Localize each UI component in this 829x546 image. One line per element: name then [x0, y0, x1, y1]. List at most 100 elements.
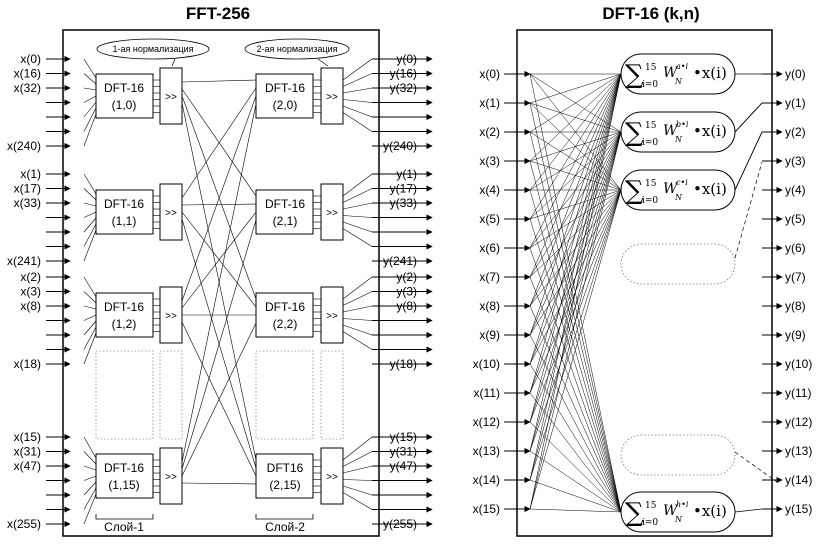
- fft-input-label: x(0): [20, 52, 41, 66]
- butterfly-wire: [181, 95, 257, 302]
- shift-layer2-block: [320, 183, 344, 241]
- dft16-layer1-block: [95, 189, 154, 235]
- twiddle-base-sub: N: [674, 77, 683, 86]
- dft-input-label: x(15): [473, 502, 500, 516]
- dft-title: DFT-16 (k,n): [602, 4, 699, 23]
- butterfly-wire: [181, 103, 257, 463]
- fft-input-label: x(15): [14, 430, 41, 444]
- fft-input-wire: [83, 320, 97, 336]
- twiddle-exponent: h•i: [676, 500, 689, 509]
- dft-output-label: y(12): [785, 415, 812, 429]
- dft-input-label: x(11): [474, 386, 500, 400]
- dft-connection-lines: [529, 73, 622, 513]
- butterfly-wire: [181, 203, 257, 206]
- butterfly-wire: [181, 482, 257, 485]
- fft-output-wire: [342, 73, 373, 87]
- dft-output-label: y(10): [785, 357, 812, 371]
- twiddle-base: W: [663, 65, 679, 81]
- dft16-layer1-name: DFT-16: [104, 300, 144, 314]
- sum-lower-limit: i=0: [642, 138, 658, 148]
- butterfly-wire: [181, 211, 257, 309]
- shift-layer2-label: >>: [326, 92, 338, 103]
- fft-input-wire: [83, 229, 97, 262]
- butterfly-wire: [181, 322, 257, 477]
- dft-fanout-wire: [529, 363, 622, 513]
- sum-body: •x(i): [693, 122, 727, 140]
- dft-frame: [516, 29, 773, 537]
- shift-layer1-label: >>: [165, 208, 177, 219]
- dft-sum-output-wire: [734, 102, 763, 133]
- dft-sum-output-wire: [734, 131, 763, 191]
- fft-output-wire: [342, 436, 373, 461]
- dft-output-label: y(14): [785, 473, 812, 487]
- dft-fanout-wire: [529, 189, 622, 481]
- dft16-layer2-block: [255, 453, 314, 499]
- dft-fanout-wire: [529, 73, 622, 191]
- fft-frame: [62, 29, 380, 537]
- fft-input-wire: [83, 436, 97, 459]
- fft-input-wire: [83, 202, 97, 207]
- dft-fanout-wire: [529, 450, 622, 513]
- dft16-layer1-index: (1,15): [108, 478, 139, 492]
- layer1-bracket: [95, 514, 154, 520]
- fft-input-wire: [83, 305, 97, 310]
- dft-fanout-wire: [529, 73, 622, 104]
- placeholder-dft-block-2: [255, 350, 314, 440]
- fft-input-wire: [83, 332, 97, 365]
- dft16-layer1-index: (1,0): [112, 98, 137, 112]
- dft-fanout-wire: [529, 131, 622, 481]
- dft-output-label: y(6): [785, 241, 806, 255]
- fft-output-wire: [342, 105, 373, 118]
- shift-layer2-label: >>: [326, 472, 338, 483]
- norm2-label: 2-ая нормализация: [256, 44, 337, 54]
- fft-input-wire: [83, 291, 97, 304]
- fft-output-wire: [342, 451, 373, 467]
- dft-dashed-top: [734, 161, 763, 259]
- dft-fanout-wire: [529, 131, 622, 513]
- sum-symbol: ∑: [625, 118, 644, 148]
- twiddle-base: W: [663, 123, 679, 139]
- dft-fanout-wire: [529, 247, 622, 513]
- fft-input-label: x(1): [20, 167, 41, 181]
- layer1-label: Слой-1: [104, 520, 144, 534]
- fft-input-label: x(47): [14, 459, 41, 473]
- dft-input-label: x(1): [479, 96, 500, 110]
- fft-input-label: x(8): [20, 299, 41, 313]
- fft-input-wire: [83, 451, 97, 465]
- norm1-label: 1-ая нормализация: [112, 44, 193, 54]
- dft-fanout-wire: [529, 73, 622, 510]
- fft-output-wire: [342, 465, 373, 474]
- fft-input-label: x(3): [20, 285, 41, 299]
- fft-input-label: x(18): [14, 357, 41, 371]
- dft-input-label: x(4): [479, 183, 500, 197]
- sum-body: •x(i): [693, 502, 727, 520]
- fft-output-wire: [342, 202, 373, 210]
- fft-input-wire: [83, 223, 97, 247]
- dft-sum-placeholder: [620, 434, 736, 476]
- dft-sum-output-wire: [734, 508, 763, 513]
- dft-fanout-wire: [529, 479, 622, 513]
- sum-lower-limit: i=0: [642, 518, 658, 528]
- dft-output-label: y(8): [785, 299, 806, 313]
- dft-output-label: y(2): [785, 125, 806, 139]
- fft-output-wire: [342, 99, 373, 103]
- dft-fanout-wire: [529, 73, 622, 162]
- shift-layer2-label: >>: [326, 208, 338, 219]
- sum-upper-limit: 15: [645, 501, 657, 511]
- fft-output-wire: [342, 215, 373, 218]
- fft-butterfly-network: [181, 79, 257, 485]
- fft-input-label: x(2): [20, 270, 41, 284]
- dft16-layer2-block: [255, 189, 314, 235]
- fft-input-label: x(241): [7, 254, 41, 268]
- sum-symbol: ∑: [625, 176, 644, 206]
- butterfly-wire: [181, 87, 257, 199]
- fft-input-wire: [83, 487, 97, 510]
- fft-input-wire: [83, 73, 97, 85]
- dft-fanout-wire: [529, 102, 622, 513]
- shift-layer1-label: >>: [165, 92, 177, 103]
- dft-fanout-wire: [529, 73, 622, 249]
- fft-output-wire: [342, 291, 373, 306]
- fft-output-wire: [342, 479, 373, 481]
- dft-fanout-wire: [529, 73, 622, 365]
